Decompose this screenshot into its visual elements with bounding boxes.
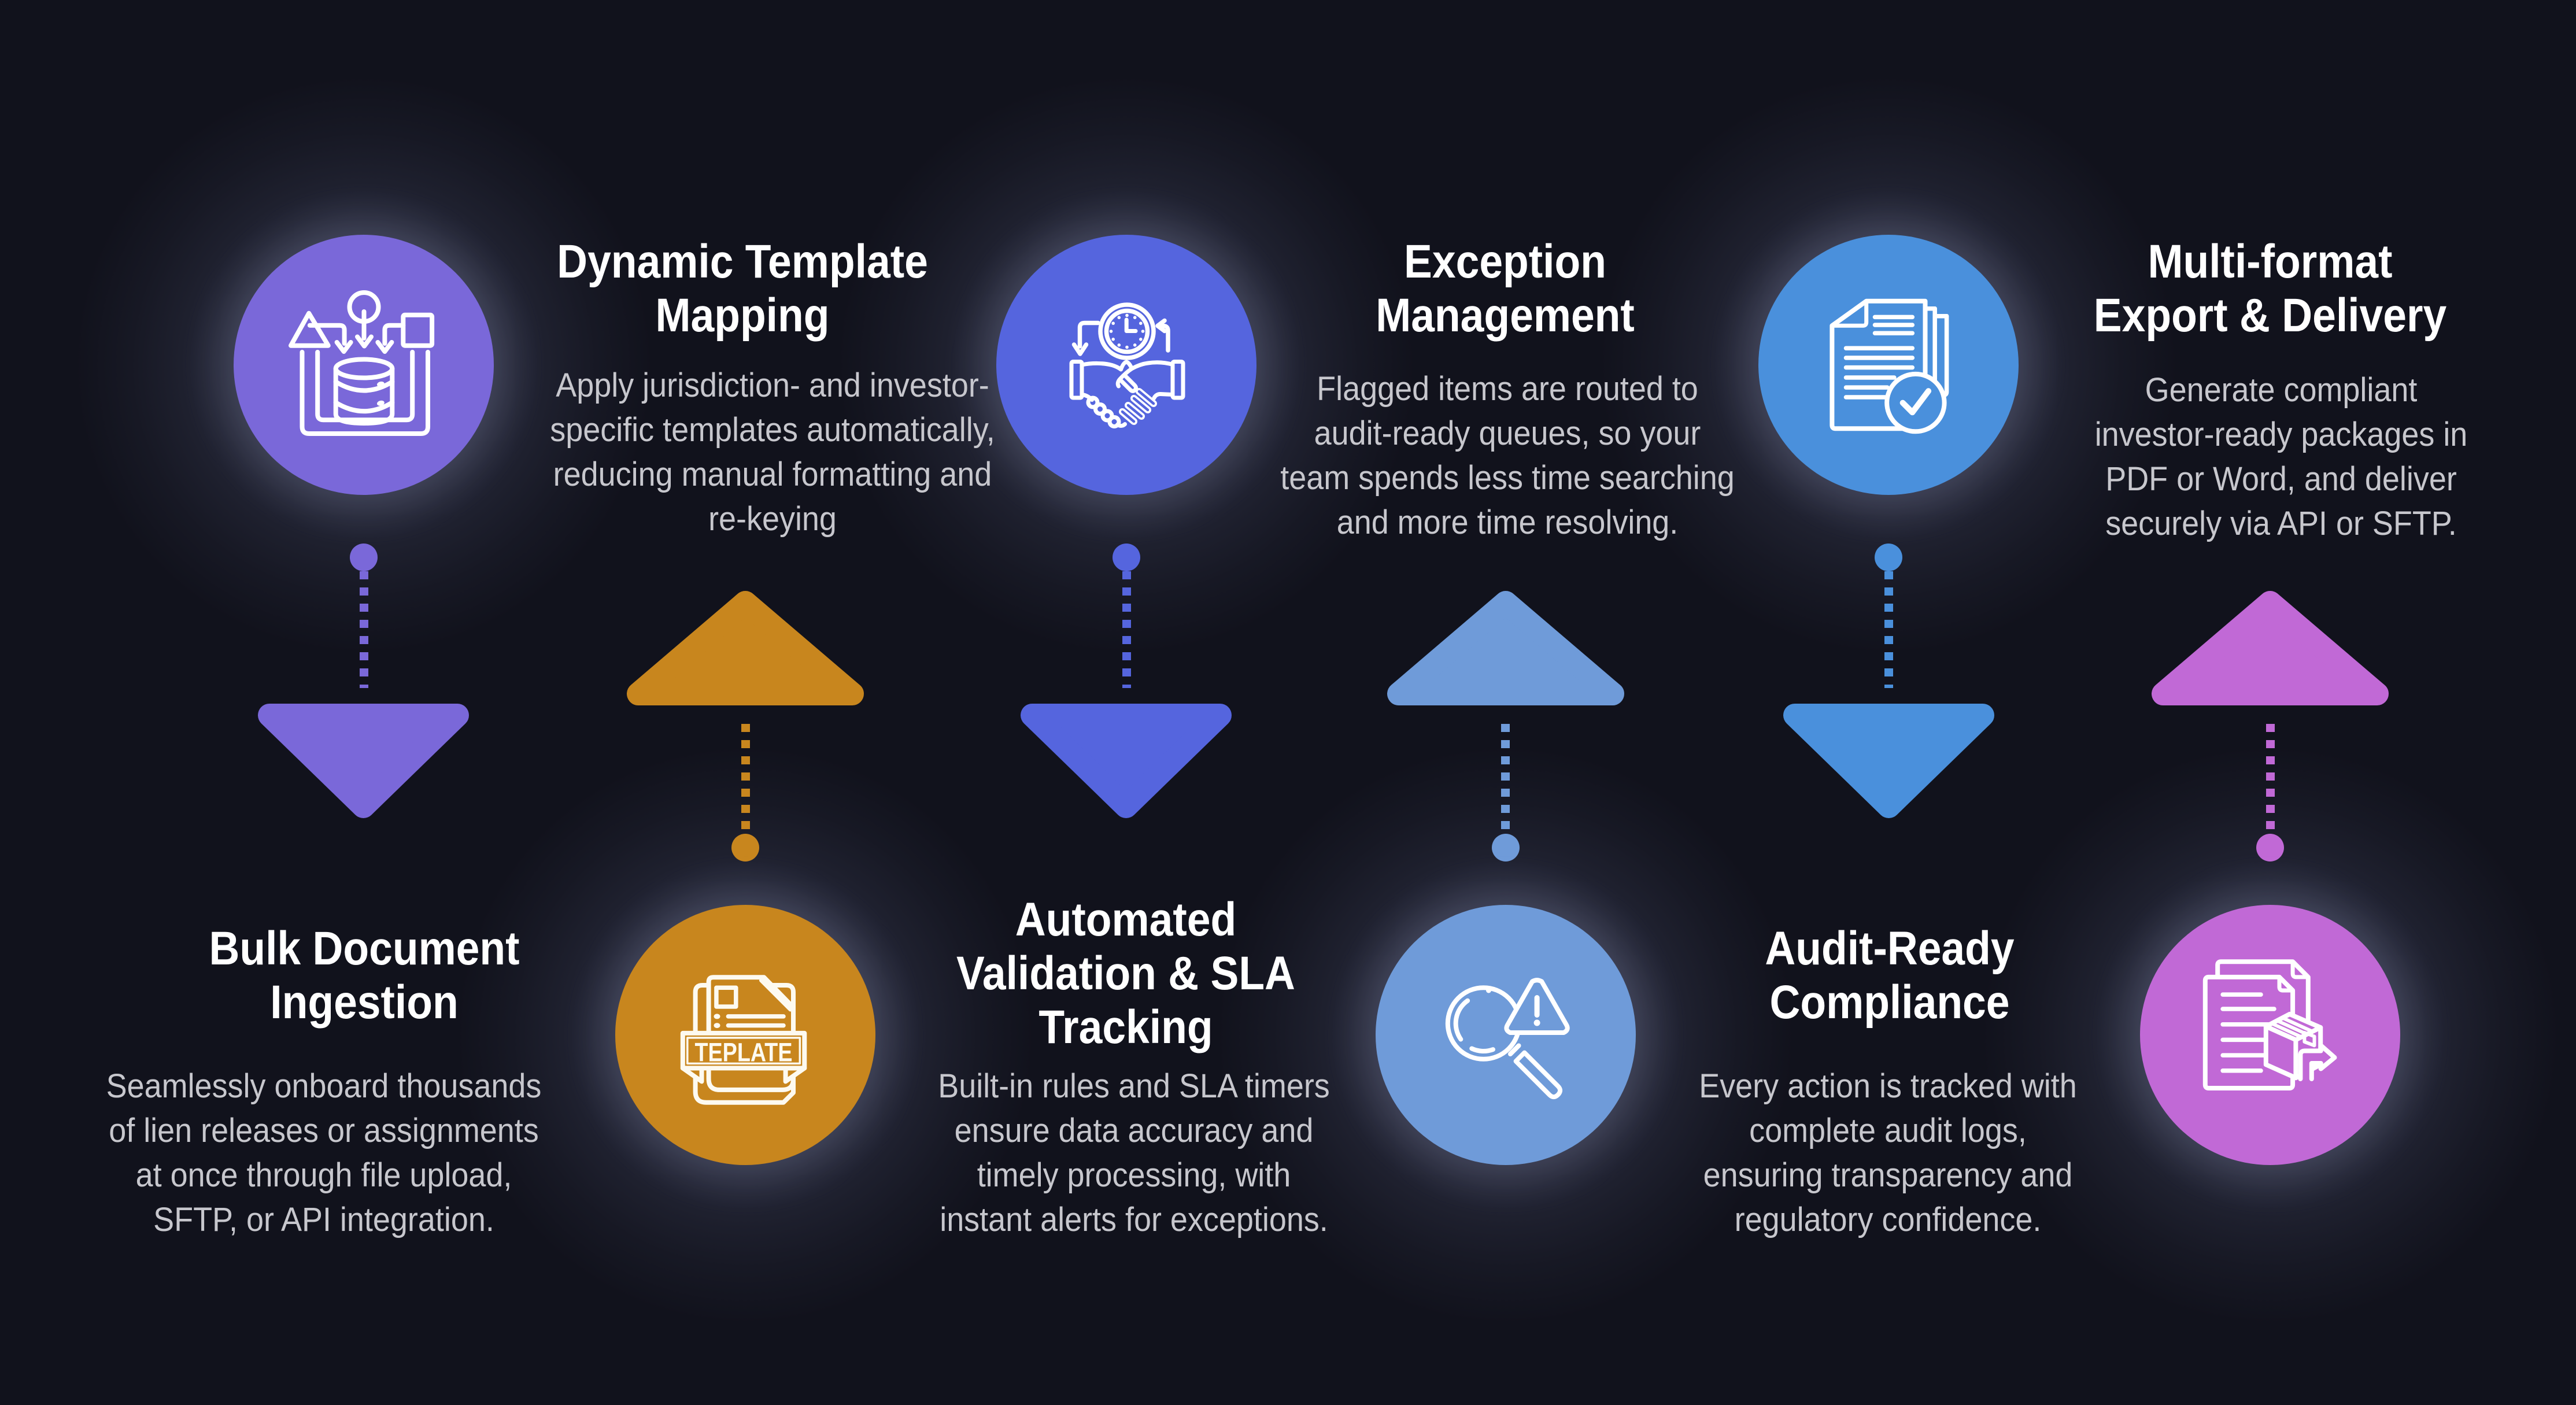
svg-text:TEPLATE: TEPLATE xyxy=(695,1037,793,1067)
